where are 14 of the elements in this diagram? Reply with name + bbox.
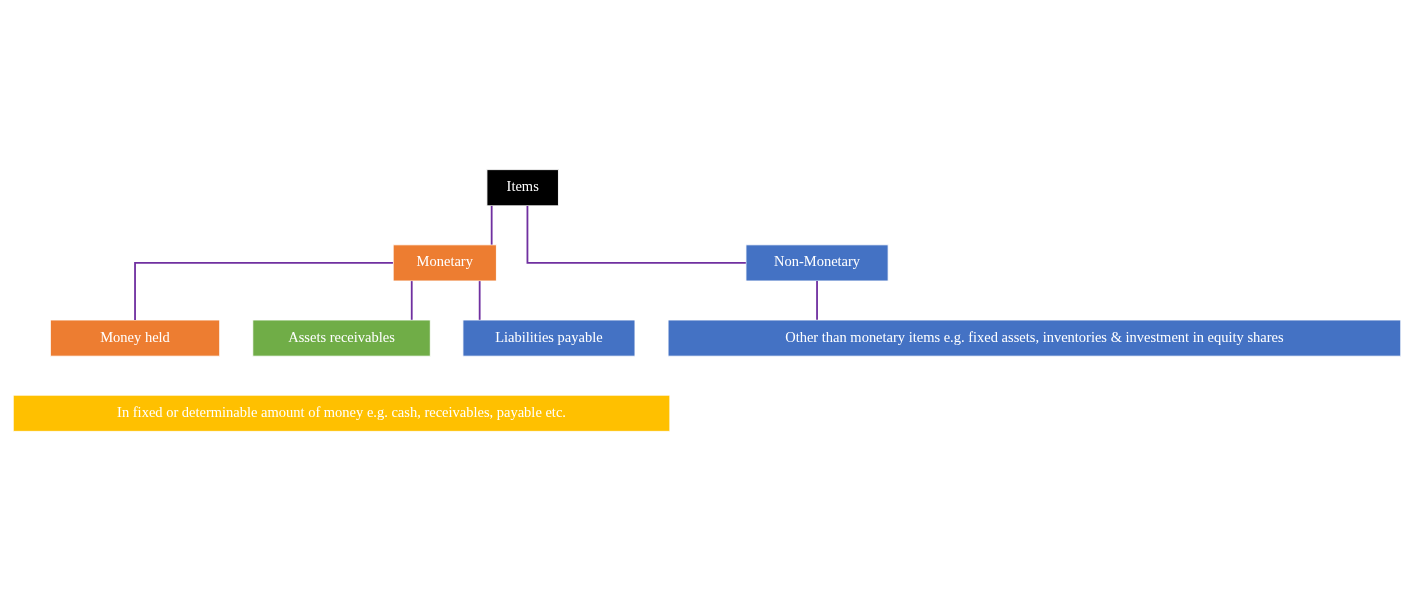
connector xyxy=(134,262,394,321)
node-box: Assets receivables xyxy=(252,319,431,357)
node-box: In fixed or determinable amount of money e.g. cash, receivables, payable etc. xyxy=(12,394,671,432)
connector xyxy=(410,280,413,321)
connector xyxy=(490,205,493,246)
connector xyxy=(526,205,747,264)
connector xyxy=(816,280,818,321)
node-box: Money held xyxy=(49,319,221,357)
node-box: Items xyxy=(486,169,559,207)
node-box: Monetary xyxy=(392,244,497,282)
node-box: Other than monetary items e.g. fixed assets, inventories & investment in equity shares xyxy=(667,319,1402,357)
node-box: Non-Monetary xyxy=(745,244,889,282)
connector xyxy=(478,280,481,321)
node-box: Liabilities payable xyxy=(462,319,636,357)
